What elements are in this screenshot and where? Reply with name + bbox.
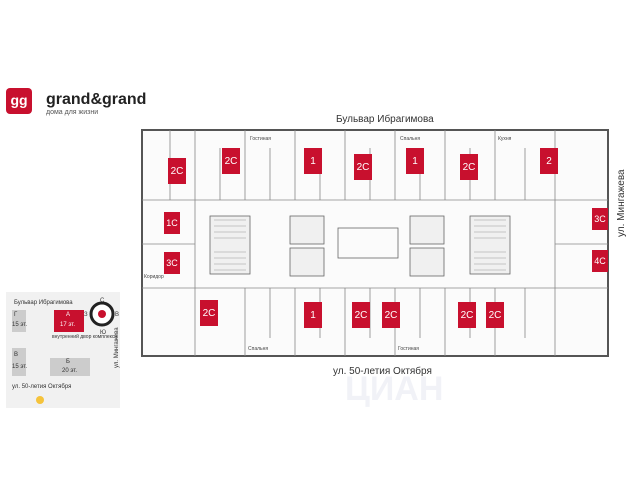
unit-badge-top-7[interactable]: 2 <box>540 148 558 174</box>
svg-text:2С: 2С <box>463 162 476 173</box>
minimap-street-bottom: ул. 50-летия Октября <box>12 384 72 390</box>
minimap-courtyard: внутренний двор комплекса <box>52 334 118 340</box>
street-label-right: ул. Мингажева <box>616 169 627 237</box>
logo-glyph: gg <box>10 92 28 108</box>
unit-badge-top-2[interactable]: 2С <box>222 148 240 174</box>
unit-badge-top-1[interactable]: 2С <box>168 158 186 184</box>
unit-badge-bottom-1[interactable]: 2С <box>200 300 218 326</box>
unit-badge-right-1[interactable]: 3С <box>592 208 608 230</box>
compass-icon: С З Ю В <box>84 298 119 336</box>
central-core <box>209 215 511 277</box>
svg-text:2: 2 <box>546 156 552 167</box>
unit-badge-top-4[interactable]: 2С <box>354 154 372 180</box>
watermark: ЦИАН <box>345 370 444 408</box>
compass-label: В <box>115 312 119 318</box>
compass-label: Ю <box>100 330 106 336</box>
unit-badge-top-5[interactable]: 1 <box>406 148 424 174</box>
svg-text:4С: 4С <box>594 256 606 266</box>
room-label: Спальня <box>248 346 268 352</box>
unit-badge-top-6[interactable]: 2С <box>460 154 478 180</box>
logo-mark: gg <box>6 88 32 114</box>
svg-text:3С: 3С <box>594 214 606 224</box>
svg-text:2С: 2С <box>225 156 238 167</box>
svg-text:2С: 2С <box>489 310 502 321</box>
sun-icon <box>36 396 44 404</box>
block-v <box>12 348 26 376</box>
unit-badge-left-1[interactable]: 1С <box>164 212 180 234</box>
street-label-bottom: ул. 50-летия Октября <box>333 366 432 377</box>
brand-name: grand&grand <box>46 91 147 108</box>
svg-text:2С: 2С <box>385 310 398 321</box>
unit-badge-bottom-6[interactable]: 2С <box>486 302 504 328</box>
svg-text:2С: 2С <box>171 166 184 177</box>
svg-text:1: 1 <box>310 310 316 321</box>
unit-badge-top-3[interactable]: 1 <box>304 148 322 174</box>
floor-plan: 2С 2С 1 2С 1 2С 2 1С 3С 3С 4С <box>141 129 609 357</box>
brand-tagline: дома для жизни <box>46 109 99 116</box>
unit-badge-left-2[interactable]: 3С <box>164 252 180 274</box>
unit-badge-bottom-2[interactable]: 1 <box>304 302 322 328</box>
block-a <box>54 310 84 332</box>
compass-label: З <box>84 312 88 318</box>
unit-badge-right-2[interactable]: 4С <box>592 250 608 272</box>
minimap-street-top: Бульвар Ибрагимова <box>14 300 73 306</box>
svg-text:1С: 1С <box>166 218 178 228</box>
svg-text:2С: 2С <box>203 308 216 319</box>
room-label: Кухня <box>498 136 512 142</box>
block-g <box>12 310 26 332</box>
room-label: Спальня <box>400 136 420 142</box>
svg-text:2С: 2С <box>357 162 370 173</box>
street-label-top: Бульвар Ибрагимова <box>336 114 434 125</box>
room-label: Коридор <box>144 274 164 280</box>
svg-text:3С: 3С <box>166 258 178 268</box>
svg-text:1: 1 <box>310 156 316 167</box>
compass-label: С <box>100 298 105 304</box>
unit-badge-bottom-4[interactable]: 2С <box>382 302 400 328</box>
room-label: Гостиная <box>250 136 271 142</box>
unit-badge-bottom-3[interactable]: 2С <box>352 302 370 328</box>
unit-badge-bottom-5[interactable]: 2С <box>458 302 476 328</box>
room-label: Гостиная <box>398 346 419 352</box>
svg-text:2С: 2С <box>355 310 368 321</box>
svg-text:1: 1 <box>412 156 418 167</box>
svg-text:2С: 2С <box>461 310 474 321</box>
block-b <box>50 358 90 376</box>
